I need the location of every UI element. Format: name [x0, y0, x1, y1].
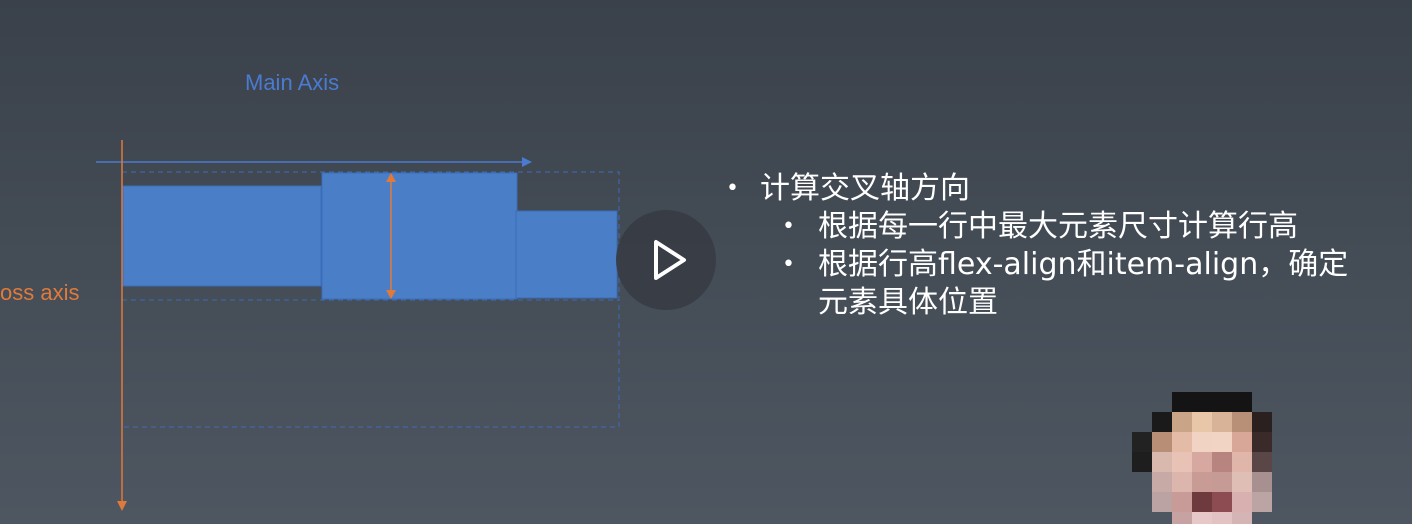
play-button[interactable] — [616, 210, 716, 310]
flex-item-3 — [515, 210, 618, 299]
bullet-item-1: • 计算交叉轴方向 — [722, 170, 1358, 208]
cross-axis-arrowhead — [117, 501, 127, 511]
bullet-dot: • — [726, 176, 739, 201]
cross-axis-label: oss axis — [0, 280, 80, 305]
bullet-subitem-2-text: 根据行高flex-align和item-align，确定元素具体位置 — [818, 247, 1349, 320]
play-icon — [654, 240, 686, 280]
presenter-avatar — [1132, 392, 1272, 524]
bullet-subitem-1: • 根据每一行中最大元素尺寸计算行高 — [722, 208, 1358, 246]
flex-axis-diagram — [96, 140, 620, 511]
bullet-list: • 计算交叉轴方向 • 根据每一行中最大元素尺寸计算行高 • 根据行高flex-… — [722, 170, 1358, 322]
flex-item-2 — [321, 172, 518, 300]
row-height-arrowhead-bottom — [386, 290, 396, 299]
bullet-subitem-1-text: 根据每一行中最大元素尺寸计算行高 — [818, 209, 1298, 244]
flex-item-1 — [122, 185, 322, 287]
bullet-item-1-text: 计算交叉轴方向 — [760, 171, 970, 206]
bullet-dot: • — [782, 252, 795, 277]
main-axis-label: Main Axis — [245, 70, 340, 95]
bullet-dot: • — [782, 214, 795, 239]
bullet-subitem-2: • 根据行高flex-align和item-align，确定元素具体位置 — [722, 246, 1358, 322]
row-height-arrowhead-top — [386, 173, 396, 182]
main-axis-arrowhead — [522, 157, 532, 167]
